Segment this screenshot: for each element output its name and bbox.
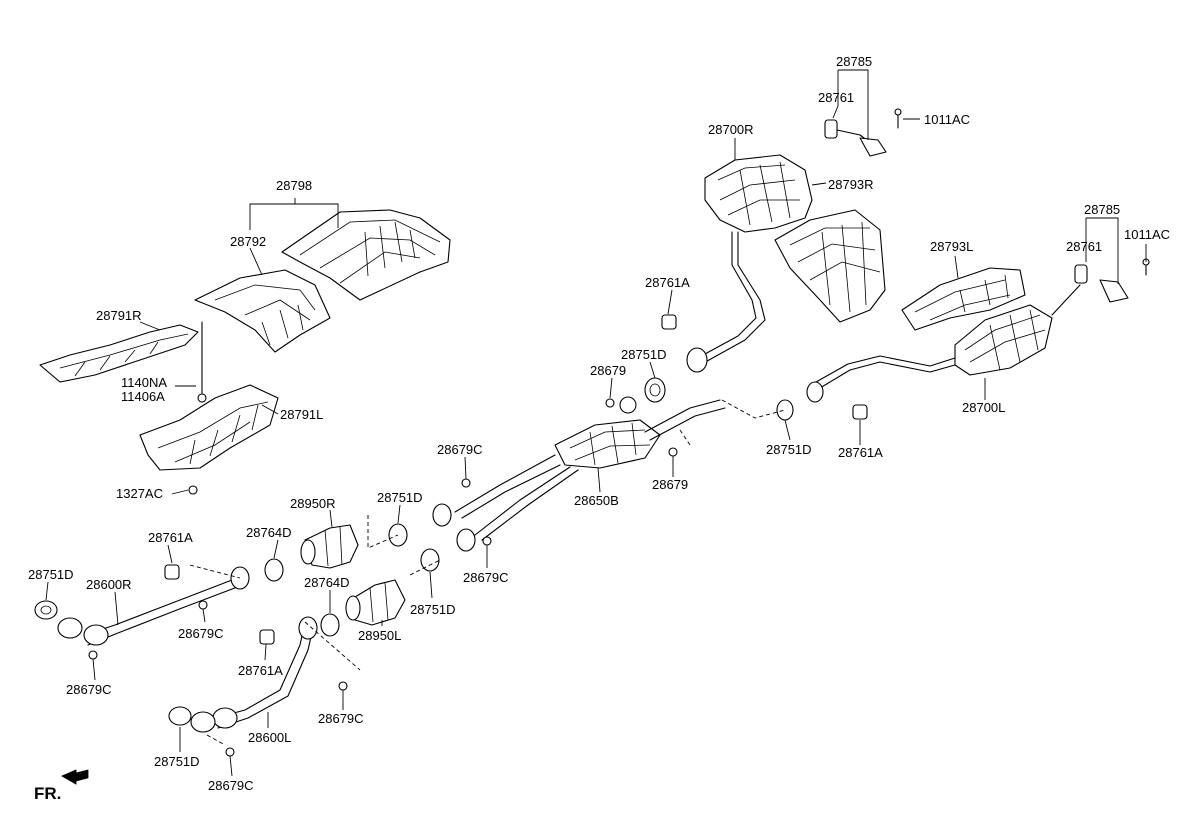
fr-label: FR. [34, 784, 61, 803]
catalytic-converter-28950R[interactable] [300, 524, 359, 569]
hanger-28761A-mid[interactable] [661, 314, 677, 330]
gasket-28751D-mid[interactable] [644, 377, 666, 403]
label-28761A-right: 28761A [838, 445, 883, 460]
heat-shield-28791R[interactable] [39, 324, 199, 383]
label-28700R: 28700R [708, 122, 754, 137]
hanger-28761A-right[interactable] [852, 404, 868, 420]
gasket-28751D-right[interactable] [776, 399, 794, 421]
heat-shield-28798[interactable] [281, 209, 451, 301]
flange-28700R-joint[interactable] [686, 347, 708, 373]
label-28751D-left: 28751D [28, 567, 74, 582]
front-pipe-28600L[interactable] [190, 616, 318, 733]
hanger-28761A-left[interactable] [164, 564, 180, 580]
label-28679C-btm2: 28679C [208, 778, 254, 793]
nut-28679C-mid-right[interactable] [482, 536, 492, 546]
bracket-28785-right[interactable] [1099, 279, 1129, 303]
label-28761A-left: 28761A [148, 530, 193, 545]
bolt-1011AC-top[interactable] [894, 108, 902, 129]
nuts-28679C[interactable] [88, 600, 348, 757]
label-28600L: 28600L [248, 730, 291, 745]
label-28700L: 28700L [962, 400, 1005, 415]
label-28751D-right: 28751D [766, 442, 812, 457]
label-1011AC-top: 1011AC [924, 112, 970, 127]
nut-1327AC[interactable] [188, 485, 198, 495]
label-28791R: 28791R [96, 308, 142, 323]
flange-center-upper[interactable] [432, 503, 452, 527]
heat-shield-28793R[interactable] [774, 209, 886, 323]
flange-rear[interactable] [806, 381, 824, 403]
label-1140NA: 1140NA [121, 375, 167, 390]
label-28751D-lower: 28751D [410, 602, 456, 617]
leader-lines [45, 69, 1147, 777]
gasket-28764D-upper[interactable] [264, 558, 284, 582]
label-28679C-mid: 28679C [463, 570, 509, 585]
gasket-28764D-lower[interactable] [320, 613, 340, 637]
label-28792: 28792 [230, 234, 266, 249]
label-28791L: 28791L [280, 407, 323, 422]
label-28679-right: 28679 [652, 477, 688, 492]
bracket-28785-top[interactable] [859, 137, 887, 157]
label-28785-right: 28785 [1084, 202, 1120, 217]
catalytic-converter-28950L[interactable] [345, 579, 406, 626]
label-28679C-bottom: 28679C [318, 711, 364, 726]
front-arrow-icon [61, 769, 89, 785]
part-labels: 28798 28792 28791R 1140NA 11406A 28791L … [28, 54, 1170, 793]
label-28761A-mid: 28761A [645, 275, 690, 290]
gasket-28751D-lower[interactable] [420, 548, 440, 572]
center-muffler-28650B[interactable] [454, 396, 726, 541]
label-28751D-mid: 28751D [621, 347, 667, 362]
label-28793R: 28793R [828, 177, 874, 192]
label-28761A-bottom: 28761A [238, 663, 283, 678]
rear-muffler-28700R[interactable] [693, 154, 813, 366]
nut-28679C-upper[interactable] [461, 478, 471, 488]
label-28650B: 28650B [574, 493, 619, 508]
hanger-28761A-bottom[interactable] [259, 629, 275, 645]
label-28785-top: 28785 [836, 54, 872, 69]
dashed-alignment-lines [189, 399, 786, 746]
nut-28679-left[interactable] [605, 398, 615, 408]
gasket-28751D-bottom[interactable] [168, 706, 192, 726]
label-28600R: 28600R [86, 577, 132, 592]
gasket-28751D-left[interactable] [34, 600, 58, 620]
front-direction-indicator: FR. [34, 769, 89, 803]
flange-center-lower[interactable] [456, 528, 476, 552]
label-28751D-bottom: 28751D [154, 754, 200, 769]
label-28679C-upper: 28679C [437, 442, 483, 457]
heat-shield-28791L[interactable] [139, 384, 279, 471]
label-28679C-lower: 28679C [178, 626, 224, 641]
label-11406A: 11406A [121, 389, 165, 404]
label-28761-right: 28761 [1066, 239, 1102, 254]
label-1327AC: 1327AC [116, 486, 163, 501]
nut-28679-right[interactable] [668, 447, 678, 457]
label-1011AC-right: 1011AC [1124, 227, 1170, 242]
label-28950R: 28950R [290, 496, 336, 511]
label-28793L: 28793L [930, 239, 973, 254]
label-28764D-lower: 28764D [304, 575, 350, 590]
label-28798: 28798 [276, 178, 312, 193]
heat-shield-28793L[interactable] [901, 267, 1026, 331]
label-28679-left: 28679 [590, 363, 626, 378]
label-28764D-upper: 28764D [246, 525, 292, 540]
label-28950L: 28950L [358, 628, 401, 643]
bolt-1140NA[interactable] [197, 321, 207, 403]
label-28751D-upper: 28751D [377, 490, 423, 505]
hanger-28761-right[interactable] [1051, 264, 1088, 316]
label-28761-top: 28761 [818, 90, 854, 105]
heat-shield-28792[interactable] [194, 269, 331, 353]
rear-muffler-28700L[interactable] [815, 304, 1053, 389]
label-28679C-left: 28679C [66, 682, 112, 697]
front-pipe-28600R[interactable] [57, 566, 250, 646]
